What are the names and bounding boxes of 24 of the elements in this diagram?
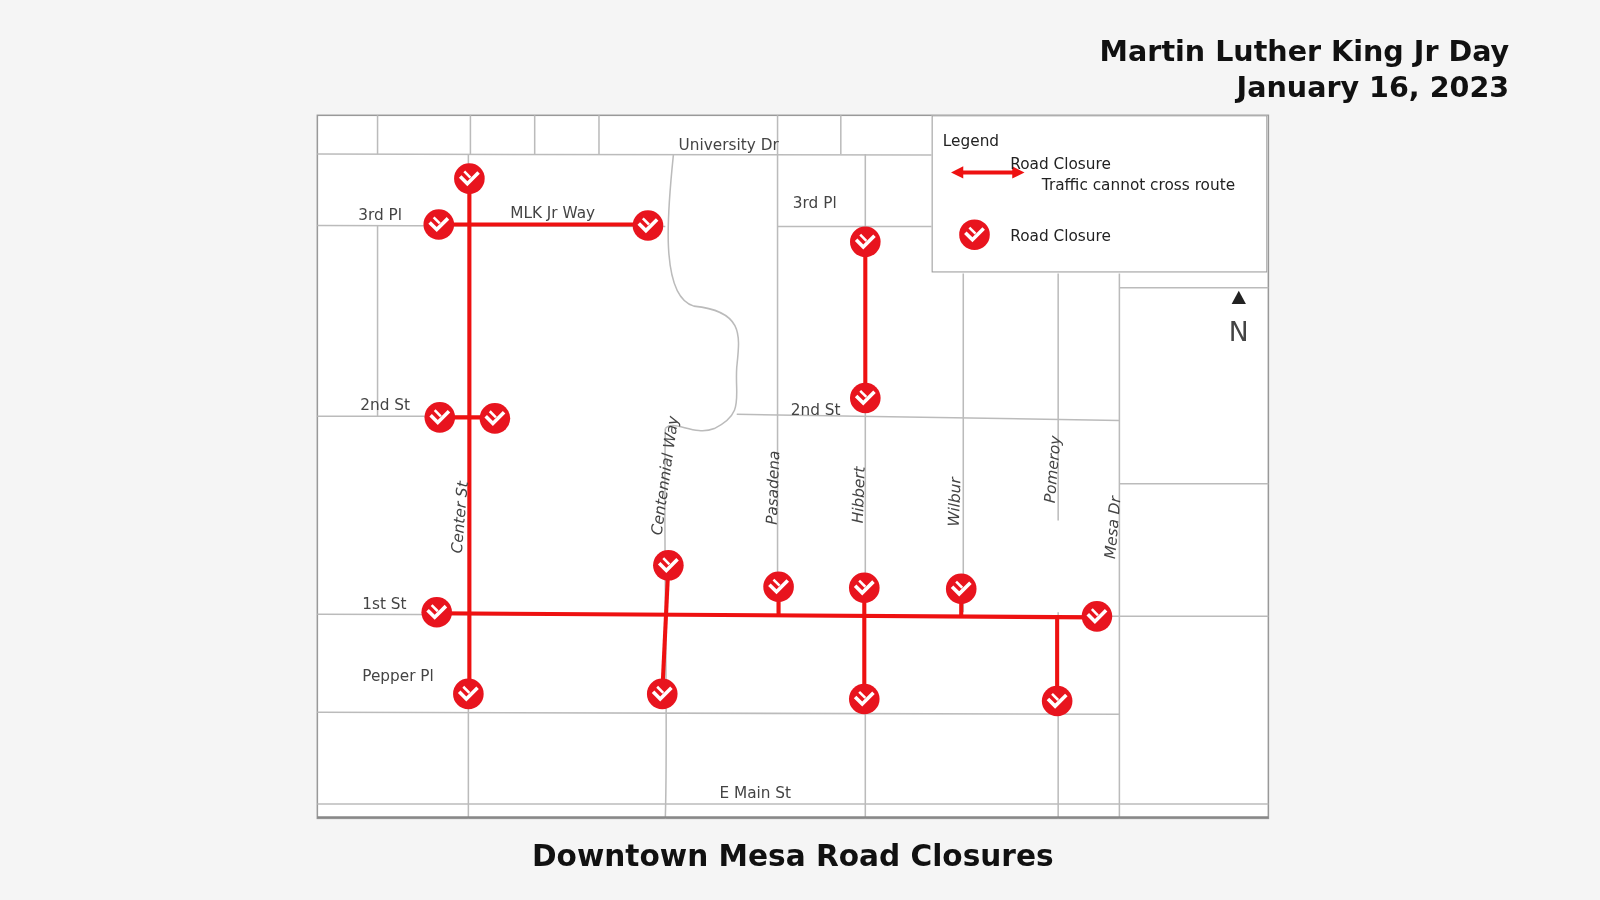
street-label: 1st St [362,596,407,613]
street-label: Pomeroy [1042,435,1064,504]
date-text: January 16, 2023 [1236,69,1510,106]
street-label: 3rd Pl [792,195,837,212]
title: Martin Luther King Jr Day [1099,33,1510,70]
legend-label: Road Closure [1010,228,1111,244]
street-label: Center St [449,480,471,554]
street-label: 3rd Pl [358,208,402,224]
street-label: University Dr [678,137,779,154]
street-label: 2nd St [360,397,410,414]
caption: Downtown Mesa Road Closures [532,838,1054,874]
street-label: Centennial Way [649,414,682,537]
street-label: Hibbert [850,466,868,524]
street-label: Pepper Pl [362,668,434,684]
legend-label: Road Closure [1010,157,1111,173]
street-label: MLK Jr Way [510,206,596,222]
street-label: E Main St [719,785,792,801]
street-label: 2nd St [790,403,841,419]
north-label: N [1228,318,1249,345]
street-label: Pasadena [764,450,783,526]
legend-note: Traffic cannot cross route [1041,177,1236,193]
street-label: Wilbur [946,477,964,527]
legend-heading: Legend [942,133,1000,149]
street-label: Mesa Dr [1102,495,1124,560]
